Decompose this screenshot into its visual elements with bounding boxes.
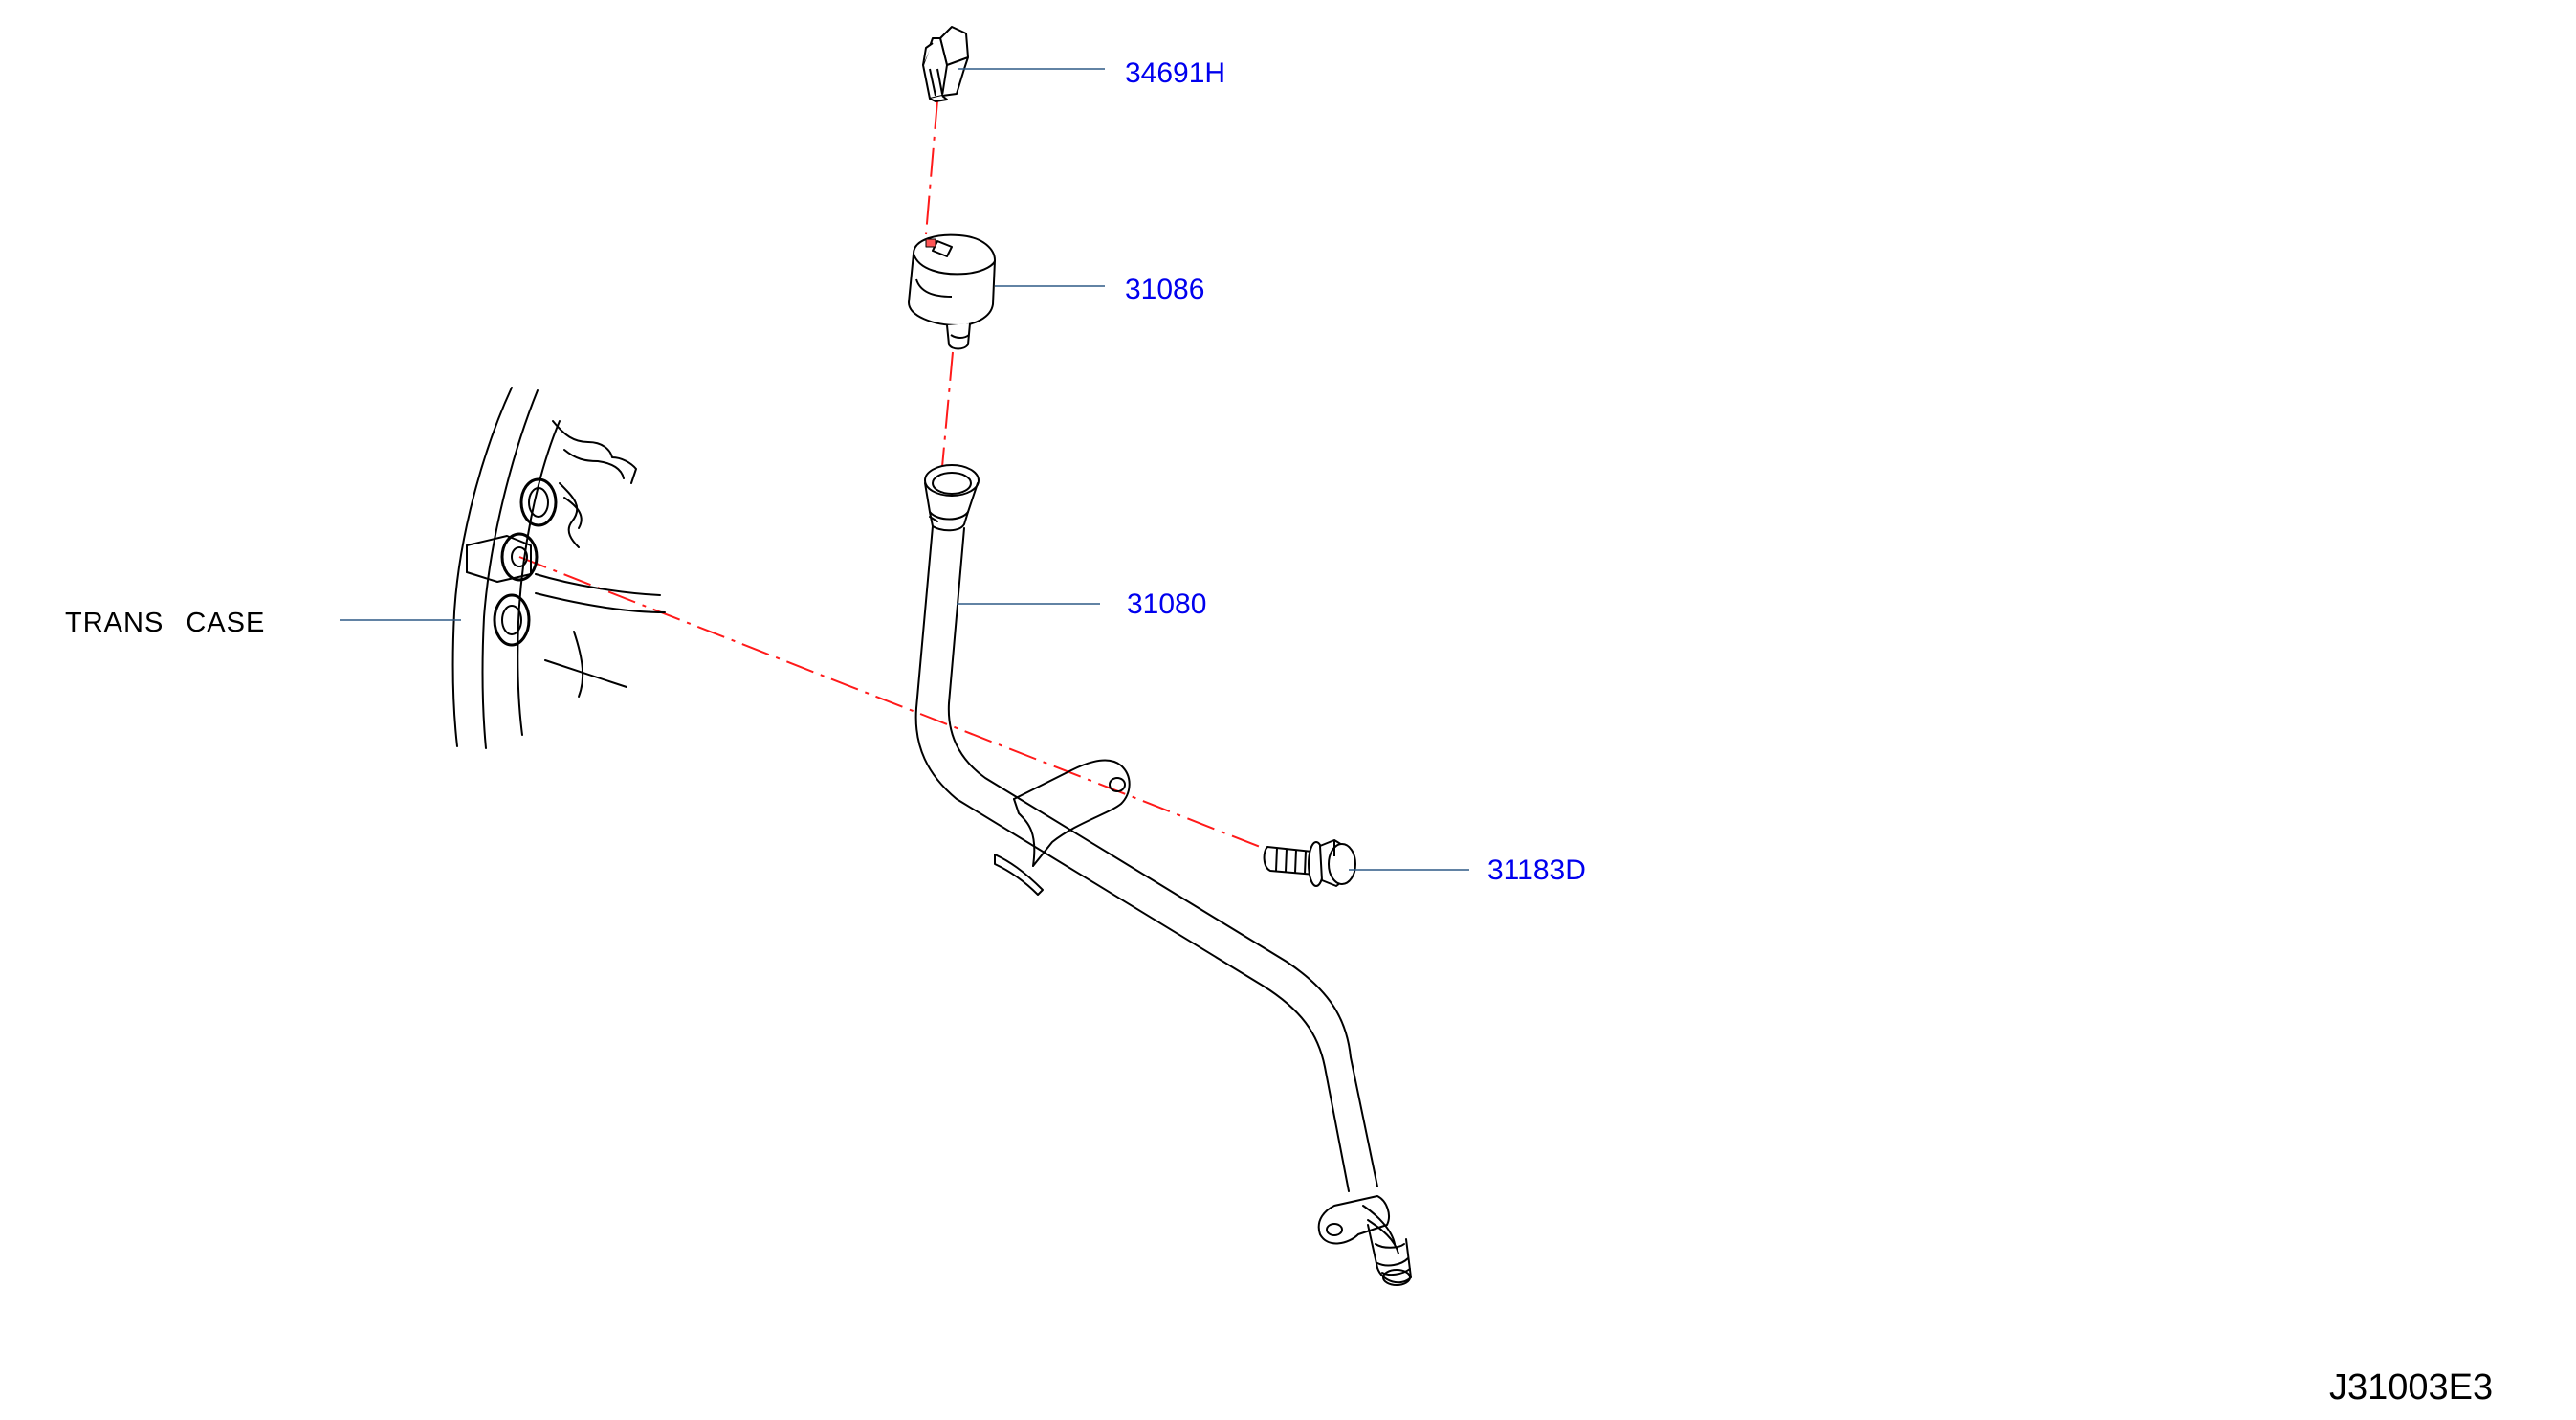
center-line-grommet-to-tube	[941, 351, 954, 468]
callout-34691h[interactable]: 34691H	[1125, 57, 1226, 89]
center-line-cap-to-grommet	[925, 100, 938, 235]
tube-31080-drawing	[916, 465, 1411, 1285]
tube-funnel-rim	[925, 465, 979, 496]
assembly-center-lines	[518, 100, 1273, 853]
callout-31086[interactable]: 31086	[1125, 274, 1205, 305]
bolt-31183d-drawing	[1265, 840, 1355, 886]
diagram-reference-code: J31003E3	[2329, 1367, 2494, 1408]
center-line-case-to-bolt	[518, 556, 1273, 853]
case-boss-lower	[495, 595, 529, 645]
grommet-31086-drawing	[909, 235, 995, 349]
cap-34691h-drawing	[923, 27, 968, 101]
tube-bracket	[1014, 761, 1130, 866]
trans-case-drawing	[453, 388, 665, 748]
callout-31080[interactable]: 31080	[1127, 588, 1207, 620]
leader-lines	[340, 68, 1469, 871]
callout-31183d[interactable]: 31183D	[1487, 854, 1586, 886]
bolt-head	[1329, 844, 1355, 884]
case-boss-middle	[502, 534, 537, 580]
label-trans-case: TRANS CASE	[65, 608, 266, 638]
case-boss-upper	[521, 479, 556, 525]
